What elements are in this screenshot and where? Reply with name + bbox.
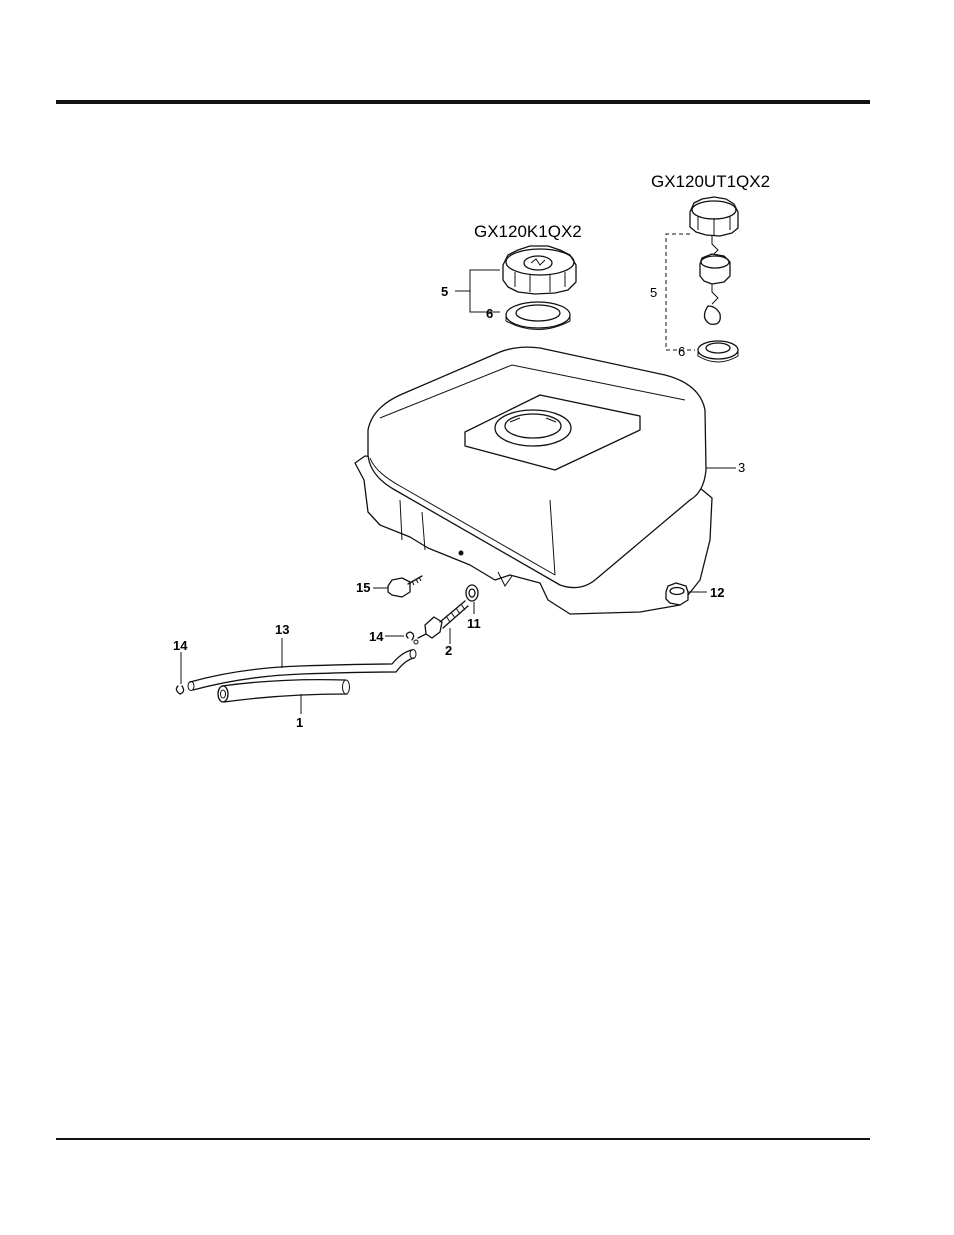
model-label-alternate: GX120UT1QX2 (651, 172, 770, 191)
hose-clip-mid (406, 632, 418, 644)
callout-2: 2 (445, 643, 452, 658)
flange-bolt (388, 576, 422, 597)
callout-14-mid: 14 (369, 629, 384, 644)
callout-6-standard: 6 (486, 306, 493, 321)
callout-12: 12 (710, 585, 724, 600)
callout-6-alternate: 6 (678, 344, 685, 359)
fuel-cap-alternate (690, 197, 738, 324)
cap-gasket-alternate (698, 341, 738, 362)
callout-11: 11 (467, 616, 481, 631)
cap-gasket-standard (506, 302, 570, 330)
fuel-tank (355, 347, 712, 614)
fuel-joint (418, 601, 468, 638)
leader-5-6-standard (455, 270, 500, 312)
drain-plug (666, 583, 688, 605)
fuel-tube-lower (218, 680, 350, 702)
callout-15: 15 (356, 580, 370, 595)
callout-14-left: 14 (173, 638, 188, 653)
fuel-tube-upper (188, 650, 416, 691)
fuel-cap-standard (503, 246, 576, 294)
leader-5-6-alternate (666, 234, 695, 350)
washer (466, 585, 478, 601)
callout-5-standard: 5 (441, 284, 448, 299)
callout-5-alternate: 5 (650, 285, 657, 300)
hose-clip-left (176, 686, 183, 694)
callout-13: 13 (275, 622, 289, 637)
callout-3: 3 (738, 460, 745, 475)
callout-1: 1 (296, 715, 303, 730)
model-label-standard: GX120K1QX2 (474, 222, 582, 241)
